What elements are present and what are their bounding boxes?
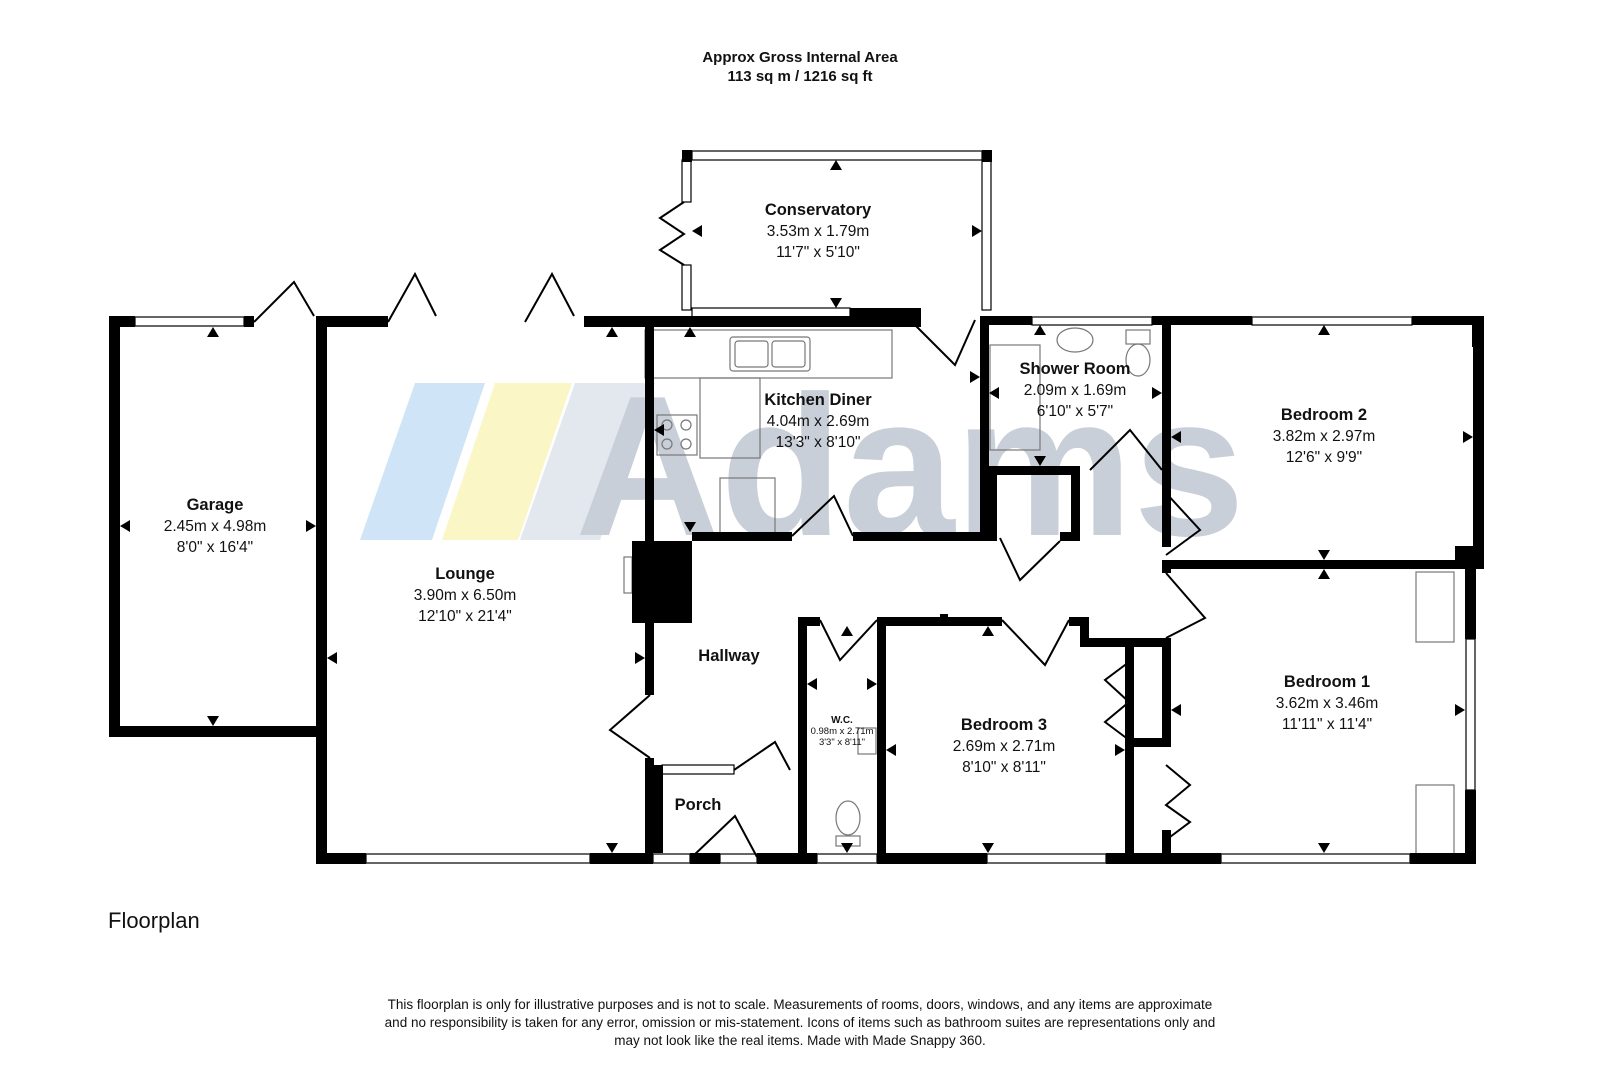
dimension-markers [120, 160, 1473, 853]
room-name: Bedroom 1 [1283, 673, 1371, 691]
area-value: 113 sq m / 1216 sq ft [727, 68, 873, 85]
room-metric: 3.53m x 1.79m [766, 223, 870, 240]
hob-icon [656, 414, 698, 456]
room-name: Porch [674, 796, 722, 814]
windows [134, 150, 1476, 864]
room-wc: W.C. 0.98m x 2.71m 3'3" x 8'11" [811, 715, 874, 748]
room-name: Conservatory [764, 201, 872, 219]
doors [253, 201, 1207, 858]
room-imperial: 3'3" x 8'11" [818, 737, 866, 748]
basin-icon [1056, 327, 1094, 353]
room-kitchen-diner: Kitchen Diner 4.04m x 2.69m 13'3" x 8'10… [764, 390, 871, 453]
walls [109, 150, 1484, 864]
room-name: Bedroom 3 [960, 716, 1048, 734]
disclaimer-line: and no responsibility is taken for any e… [384, 1015, 1216, 1030]
room-metric: 2.45m x 4.98m [163, 518, 267, 535]
room-bedroom-1: Bedroom 1 3.62m x 3.46m 11'11" x 11'4" [1276, 672, 1379, 735]
room-imperial: 8'0" x 16'4" [176, 539, 254, 556]
room-imperial: 13'3" x 8'10" [775, 434, 861, 451]
room-metric: 2.09m x 1.69m [1023, 382, 1127, 399]
disclaimer-line: This floorplan is only for illustrative … [387, 997, 1213, 1012]
room-name: Shower Room [1019, 360, 1131, 378]
floor-label: Floorplan [108, 908, 200, 933]
room-garage: Garage 2.45m x 4.98m 8'0" x 16'4" [164, 495, 267, 558]
wardrobe-icon-2 [1415, 784, 1455, 856]
fixtures [623, 327, 1455, 856]
kitchen-sink-icon [729, 336, 811, 372]
area-title: Approx Gross Internal Area [702, 49, 898, 66]
room-shower: Shower Room 2.09m x 1.69m 6'10" x 5'7" [1020, 359, 1131, 422]
bath-icon [989, 344, 1041, 451]
room-name: W.C. [831, 715, 853, 726]
room-metric: 3.82m x 2.97m [1272, 428, 1376, 445]
wardrobe-icon [1415, 571, 1455, 643]
room-bedroom-2: Bedroom 2 3.82m x 2.97m 12'6" x 9'9" [1273, 405, 1376, 468]
room-name: Lounge [435, 565, 495, 583]
room-name: Hallway [698, 647, 760, 665]
room-conservatory: Conservatory 3.53m x 1.79m 11'7" x 5'10" [765, 200, 871, 263]
wc-basin-icon [857, 727, 877, 755]
room-imperial: 11'7" x 5'10" [776, 244, 860, 261]
wc-toilet-icon [835, 800, 861, 836]
toilet-icon [1125, 343, 1151, 377]
room-name: Kitchen Diner [764, 391, 872, 409]
room-metric: 3.90m x 6.50m [413, 587, 517, 604]
room-metric: 4.04m x 2.69m [766, 413, 870, 430]
disclaimer-line: may not look like the real items. Made w… [614, 1033, 986, 1048]
room-imperial: 6'10" x 5'7" [1036, 403, 1114, 420]
toilet-cistern-icon [1125, 329, 1151, 345]
gross-internal-area: Approx Gross Internal Area 113 sq m / 12… [0, 48, 1600, 86]
room-hallway: Hallway [698, 646, 759, 667]
room-metric: 0.98m x 2.71m [810, 726, 874, 737]
room-imperial: 11'11" x 11'4" [1281, 716, 1373, 733]
kitchen-worktop-return [699, 377, 761, 459]
room-name: Bedroom 2 [1280, 406, 1368, 424]
room-imperial: 12'10" x 21'4" [418, 608, 512, 625]
room-lounge: Lounge 3.90m x 6.50m 12'10" x 21'4" [414, 564, 517, 627]
room-name: Garage [186, 496, 244, 514]
disclaimer: This floorplan is only for illustrative … [300, 996, 1300, 1050]
room-metric: 3.62m x 3.46m [1275, 695, 1379, 712]
room-bedroom-3: Bedroom 3 2.69m x 2.71m 8'10" x 8'11" [953, 715, 1056, 778]
room-porch: Porch [675, 795, 722, 816]
watermark: Adams [360, 355, 1245, 578]
room-imperial: 12'6" x 9'9" [1285, 449, 1363, 466]
room-metric: 2.69m x 2.71m [952, 738, 1056, 755]
room-imperial: 8'10" x 8'11" [962, 759, 1046, 776]
